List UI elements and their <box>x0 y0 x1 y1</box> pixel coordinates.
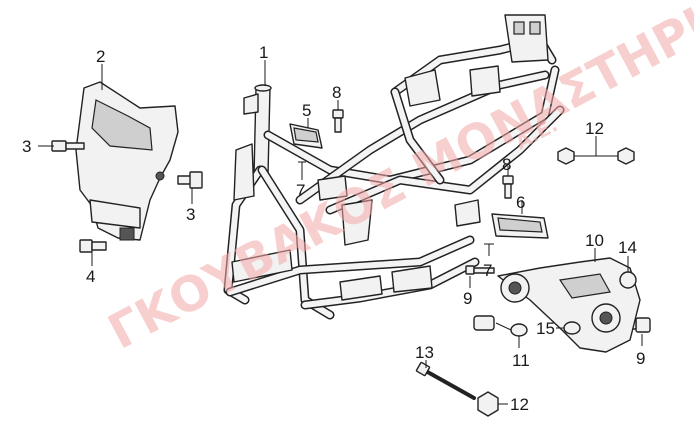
long-bolt-13 <box>415 361 476 400</box>
nut-12-upper-left <box>557 147 575 165</box>
callout-7-lower: 7 <box>483 261 492 280</box>
callout-4: 4 <box>86 267 95 286</box>
nut-12-upper-right <box>617 147 635 165</box>
callout-9-left: 9 <box>463 289 472 308</box>
nut-12-lower <box>477 391 499 417</box>
bushing-15 <box>563 321 581 335</box>
bolt-9-left <box>465 265 495 275</box>
front-cover-bracket <box>75 81 179 241</box>
bolt-3-left <box>51 140 85 152</box>
bolt-8-upper <box>332 109 344 133</box>
bracket-5 <box>289 123 323 149</box>
callout-6: 6 <box>516 193 525 212</box>
callout-1: 1 <box>259 43 268 62</box>
clip-7-lower <box>484 243 494 256</box>
bolt-3-lower <box>177 171 203 189</box>
leader-lines <box>38 60 643 405</box>
callout-3-lower: 3 <box>186 205 195 224</box>
callout-2: 2 <box>96 47 105 66</box>
main-frame <box>223 14 565 320</box>
callout-14: 14 <box>618 238 637 257</box>
callout-12-lower: 12 <box>510 395 529 414</box>
plate-6 <box>491 213 549 239</box>
callout-12-upper: 12 <box>585 119 604 138</box>
callout-7-upper: 7 <box>296 181 305 200</box>
callout-10: 10 <box>585 231 604 250</box>
bolt-8-lower <box>502 175 514 199</box>
engine-hanger-10 <box>497 257 641 353</box>
callout-3-left: 3 <box>22 137 31 156</box>
bolt-4 <box>79 239 107 253</box>
callout-11: 11 <box>512 351 530 370</box>
callout-15: 15 <box>536 319 555 338</box>
callout-8-upper: 8 <box>332 83 341 102</box>
bushing-11 <box>473 315 528 337</box>
callouts: 1 2 3 3 4 5 6 7 7 8 8 9 9 10 11 12 12 13… <box>22 43 645 414</box>
washer-14 <box>619 271 637 289</box>
callout-5: 5 <box>302 101 311 120</box>
callout-8-lower: 8 <box>502 155 511 174</box>
clip-7-upper <box>298 161 306 174</box>
callout-9-right: 9 <box>636 349 645 368</box>
callout-13: 13 <box>415 343 434 362</box>
